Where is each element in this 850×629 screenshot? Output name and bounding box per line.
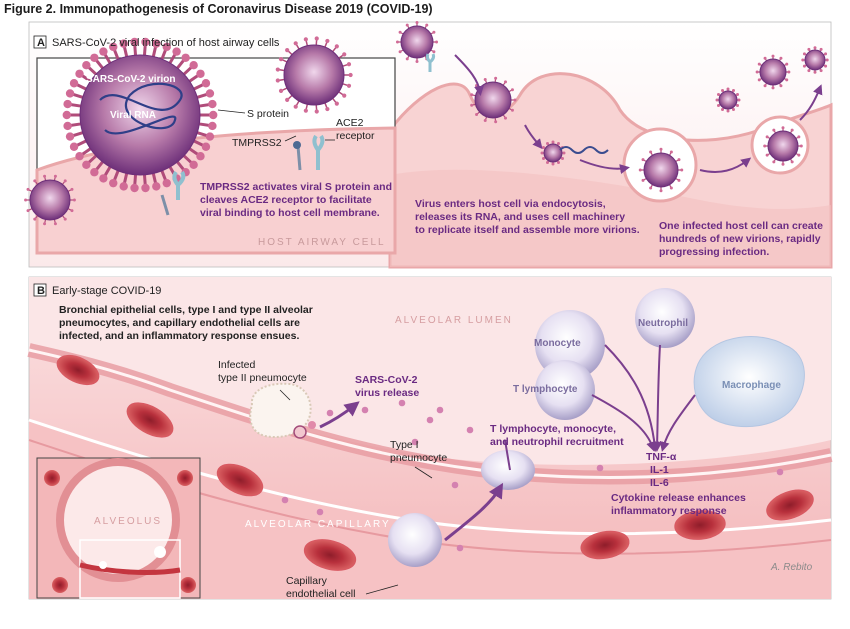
ace2-receptor — [312, 134, 325, 170]
host-cell-label: HOST AIRWAY CELL — [258, 237, 386, 248]
cytokine-caption-line-1: Cytokine release enhances — [611, 492, 746, 504]
panel-b-intro-line-2: pneumocytes, and capillary endothelial c… — [59, 317, 300, 329]
type-i-label-line-2: pneumocyte — [390, 452, 447, 464]
macrophage-cell — [693, 336, 805, 428]
red-blood-cell — [216, 463, 264, 497]
monocyte-label: Monocyte — [534, 338, 581, 349]
recruitment-label-line-1: T lymphocyte, monocyte, — [490, 423, 616, 435]
infected-label-line-2: type II pneumocyte — [218, 372, 307, 384]
virus-particle — [596, 464, 604, 472]
viral-rna-label: Viral RNA — [110, 110, 156, 121]
alveolus-label: ALVEOLUS — [94, 516, 162, 527]
cytokine-il6: IL-6 — [650, 477, 669, 489]
neutrophil-label: Neutrophil — [638, 318, 688, 329]
progression-caption-line-1: One infected host cell can create — [659, 220, 823, 232]
type-i-label-line-1: Type I — [390, 439, 419, 451]
virus-particle — [456, 544, 464, 552]
virion — [763, 126, 803, 166]
virion — [470, 76, 517, 124]
entry-caption-line-3: to replicate itself and assemble more vi… — [415, 224, 640, 236]
panel-b-intro-line-1: Bronchial epithelial cells, type I and t… — [59, 304, 313, 316]
virus-particle — [451, 481, 459, 489]
infected-type-ii-pneumocyte — [249, 382, 316, 439]
monocyte-cell — [535, 310, 605, 380]
endothelial-label-line-1: Capillary — [286, 575, 328, 587]
progression-caption-line-3: progressing infection. — [659, 246, 769, 258]
virus-particle — [281, 496, 289, 504]
red-blood-cell — [766, 489, 814, 521]
red-blood-cell — [126, 402, 174, 438]
progression-caption-line-2: hundreds of new virions, rapidly — [659, 233, 821, 245]
ace2-receptor-label: receptor — [336, 130, 375, 142]
recruitment-label-line-2: and neutrophil recruitment — [490, 436, 624, 448]
endothelial-label-line-2: endothelial cell — [286, 588, 355, 600]
red-blood-cell — [303, 539, 357, 571]
s-protein-label: S protein — [247, 108, 289, 120]
t-lymphocyte-label: T lymphocyte — [513, 384, 578, 395]
ace2-receptor-cleaved — [160, 170, 186, 216]
virus-particle — [326, 409, 334, 417]
virus-particle — [398, 399, 406, 407]
entry-caption-line-1: Virus enters host cell via endocytosis, — [415, 198, 606, 210]
virion — [801, 46, 829, 74]
cytokine-tnf: TNF-α — [646, 451, 677, 463]
panel-b-letter: B — [37, 285, 45, 297]
ace2-label: ACE2 — [336, 117, 364, 129]
panel-b-intro-line-3: infected, and an inflammatory response e… — [59, 330, 299, 342]
ace2-receptor-small — [425, 53, 436, 72]
release-label-line-1: SARS-CoV-2 — [355, 374, 418, 386]
virion-label: SARS-CoV-2 virion — [86, 74, 175, 85]
panel-b-heading: Early-stage COVID-19 — [52, 285, 161, 297]
cytokine-il1: IL-1 — [650, 464, 669, 476]
panel-a-letter: A — [37, 37, 45, 49]
t-lymphocyte-cell — [535, 360, 595, 420]
virion — [24, 174, 76, 226]
inset-caption-line-3: viral binding to host cell membrane. — [200, 207, 380, 219]
panel-a: A SARS-CoV-2 viral infection of host air… — [24, 20, 833, 269]
virion — [395, 20, 439, 64]
release-label-line-2: virus release — [355, 387, 419, 399]
virus-particle — [426, 416, 434, 424]
cytokine-caption-line-2: inflammatory response — [611, 505, 727, 517]
artist-signature: A. Rebito — [770, 562, 813, 573]
figure-title: Figure 2. Immunopathogenesis of Coronavi… — [4, 2, 433, 16]
panel-b: B Early-stage COVID-19 Bronchial epithel… — [27, 276, 833, 600]
virus-particle — [776, 468, 784, 476]
tmprss2-protein — [293, 141, 302, 171]
virion — [540, 140, 566, 166]
virion — [755, 54, 791, 90]
inset-caption-line-1: TMPRSS2 activates viral S protein and — [200, 181, 392, 193]
infected-label-line-1: Infected — [218, 359, 256, 371]
inset-caption-line-2: cleaves ACE2 receptor to facilitate — [200, 194, 372, 206]
red-blood-cell — [674, 510, 726, 540]
virion — [638, 147, 684, 193]
virus-particle — [436, 406, 444, 414]
red-blood-cell — [56, 354, 100, 386]
tmprss2-label: TMPRSS2 — [232, 137, 282, 149]
capillary-leukocyte — [388, 513, 442, 567]
virion — [275, 36, 353, 114]
alveolar-capillary-label: ALVEOLAR CAPILLARY — [245, 519, 391, 530]
virus-particle — [466, 426, 474, 434]
neutrophil-cell — [635, 288, 695, 348]
virus-particle — [316, 508, 324, 516]
virus-particle — [411, 438, 419, 446]
panel-a-heading: SARS-CoV-2 viral infection of host airwa… — [52, 37, 280, 49]
migrating-cell — [481, 450, 535, 490]
virion — [715, 87, 741, 113]
alveolus-inset — [36, 457, 201, 599]
alveolar-lumen-label: ALVEOLAR LUMEN — [395, 315, 513, 326]
macrophage-label: Macrophage — [722, 380, 781, 391]
red-blood-cell — [580, 530, 630, 560]
entry-caption-line-2: releases its RNA, and uses cell machiner… — [415, 211, 625, 223]
virus-particle — [361, 406, 369, 414]
